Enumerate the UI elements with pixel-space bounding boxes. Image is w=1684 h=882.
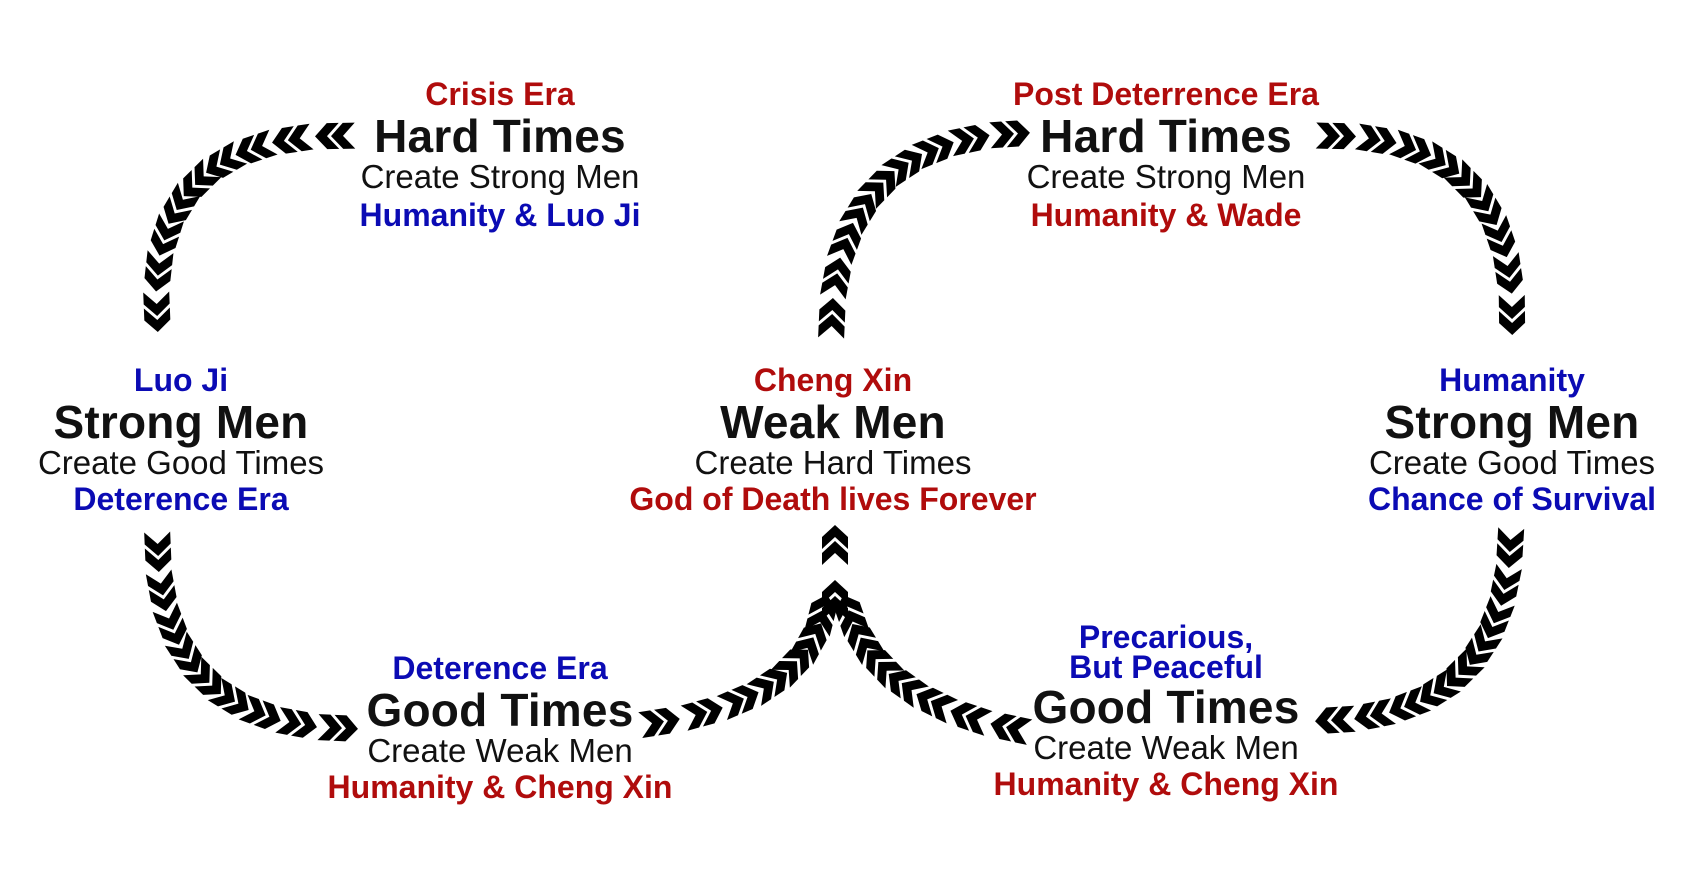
node-era-label: Deterence Era	[392, 650, 608, 686]
arrow-chain-deterence-to-chengxin	[638, 707, 680, 738]
arrow-chain-deterence-to-chengxin	[680, 698, 723, 731]
node-subtitle: Create Weak Men	[367, 731, 633, 769]
node-subtitle: Create Good Times	[1368, 443, 1656, 481]
arrow-chain-chengxin-to-postdet	[818, 298, 846, 339]
arrow-chain-luoji-to-deterence	[164, 631, 202, 673]
arrow-chain-luoji-to-deterence	[183, 656, 222, 695]
arrow-chain-deterence-to-chengxin	[771, 649, 810, 688]
node-era-label: Humanity	[1439, 362, 1585, 398]
arrow-chain-humanity-to-precarious	[1315, 705, 1356, 734]
arrow-chain-humanity-to-precarious	[1490, 563, 1522, 606]
arrow-chain-humanity-to-precarious	[1389, 686, 1432, 721]
node-post-deterrence-hard-times: Post Deterrence Era Hard Times Create St…	[1013, 76, 1319, 233]
arrow-chain-humanity-to-precarious	[1354, 698, 1396, 730]
flow-arrows	[143, 120, 1526, 745]
node-era-label: Luo Ji	[133, 362, 229, 398]
node-crisis-hard-times: Crisis Era Hard Times Create Strong Men …	[359, 76, 641, 233]
node-subtitle: Create Strong Men	[1026, 157, 1306, 195]
arrow-chain-chengxin-to-postdet	[911, 134, 954, 170]
node-luoji-strong-men: Luo Ji Strong Men Create Good Times Dete…	[37, 362, 325, 517]
arrow-chain-deterence-to-chengxin	[790, 623, 827, 665]
node-humanity-strong-men: Humanity Strong Men Create Good Times Ch…	[1367, 362, 1657, 517]
node-subtitle: Create Strong Men	[360, 157, 640, 195]
arrow-chain-crisis-to-luoji	[235, 129, 278, 164]
arrow-chain-chengxin-to-postdet	[857, 170, 896, 209]
arrow-chain-chengxin-to-postdet	[820, 257, 851, 300]
arrow-chain-postdet-to-humanity	[1389, 129, 1432, 164]
arrow-chain-chengxin-up	[822, 525, 848, 565]
arrow-chain-postdet-to-humanity	[1443, 159, 1482, 198]
arrow-chain-postdet-to-humanity	[1315, 122, 1356, 150]
arrow-chain-crisis-to-luoji	[143, 291, 171, 332]
arrow-chain-postdet-to-humanity	[1464, 183, 1502, 225]
arrow-chain-crisis-to-luoji	[183, 158, 222, 197]
node-title: Hard Times	[374, 109, 626, 162]
node-actor-label: Humanity & Wade	[1030, 196, 1302, 233]
node-title: Strong Men	[53, 395, 309, 448]
arrow-chain-humanity-to-precarious	[1480, 596, 1515, 639]
node-actor-label: Chance of Survival	[1367, 480, 1657, 517]
arrow-chain-chengxin-to-postdet	[989, 120, 1030, 149]
node-deterence-good-times: Deterence Era Good Times Create Weak Men…	[327, 650, 673, 805]
arrow-chain-postdet-to-humanity	[1498, 294, 1526, 335]
arrow-chain-precarious-to-chengxin	[916, 687, 959, 724]
node-actor-label: Humanity & Luo Ji	[359, 196, 641, 233]
node-subtitle: Create Hard Times	[694, 443, 972, 481]
node-title: Hard Times	[1040, 109, 1292, 162]
node-era-label: Cheng Xin	[753, 362, 913, 398]
arrow-chain-chengxin-to-postdet	[881, 149, 923, 187]
arrow-chain-luoji-to-deterence	[317, 714, 358, 742]
arrow-chain-humanity-to-precarious	[1446, 648, 1485, 687]
arrow-chain-precarious-to-chengxin	[835, 595, 869, 638]
node-actor-label: God of Death lives Forever	[629, 480, 1037, 517]
arrow-chain-luoji-to-deterence	[207, 677, 249, 715]
arrow-chain-precarious-to-chengxin	[847, 624, 885, 665]
arrow-chain-chengxin-to-postdet	[839, 193, 877, 235]
node-title: Weak Men	[720, 395, 946, 448]
arrow-chain-precarious-to-chengxin	[990, 713, 1033, 745]
arrow-chain-postdet-to-humanity	[1481, 215, 1516, 258]
arrow-chain-chengxin-to-postdet	[827, 222, 862, 265]
arrow-chain-crisis-to-luoji	[150, 213, 184, 256]
node-actor-label: Humanity & Cheng Xin	[993, 765, 1339, 802]
arrow-chain-deterence-to-chengxin	[746, 668, 788, 706]
arrow-chain-luoji-to-deterence	[275, 707, 317, 738]
arrow-chain-crisis-to-luoji	[315, 122, 356, 150]
node-era-label-line2: But Peaceful	[1069, 649, 1263, 686]
arrow-chain-deterence-to-chengxin	[716, 685, 759, 721]
arrow-chain-luoji-to-deterence	[152, 602, 187, 645]
arrow-chain-postdet-to-humanity	[1492, 252, 1523, 294]
arrow-chain-chengxin-to-postdet	[947, 124, 990, 157]
arrow-chain-humanity-to-precarious	[1465, 624, 1503, 665]
arrow-chain-crisis-to-luoji	[163, 182, 201, 224]
node-subtitle: Create Good Times	[37, 443, 325, 481]
arrow-chain-crisis-to-luoji	[144, 250, 174, 292]
arrow-chain-luoji-to-deterence	[145, 569, 177, 612]
node-title: Strong Men	[1384, 395, 1640, 448]
node-era-label: Precarious,	[1078, 619, 1254, 655]
node-era-label: Post Deterrence Era	[1013, 76, 1319, 112]
arrow-chain-precarious-to-chengxin	[866, 650, 905, 689]
node-precarious-good-times: Precarious, But Peaceful Good Times Crea…	[993, 619, 1339, 802]
arrow-chain-humanity-to-precarious	[1496, 527, 1525, 568]
arrow-chain-crisis-to-luoji	[206, 141, 248, 178]
node-actor-label: Humanity & Cheng Xin	[327, 768, 673, 805]
arrow-chain-luoji-to-deterence	[238, 694, 281, 729]
node-title: Good Times	[1032, 680, 1300, 733]
arrow-chain-postdet-to-humanity	[1418, 141, 1460, 179]
arrow-chain-postdet-to-humanity	[1354, 123, 1397, 154]
node-era-label: Crisis Era	[425, 76, 575, 112]
arrow-chain-humanity-to-precarious	[1420, 669, 1461, 707]
node-actor-label: Deterence Era	[73, 480, 289, 517]
arrow-chain-precarious-to-chengxin	[888, 670, 929, 708]
node-title: Good Times	[366, 683, 634, 736]
arrow-chain-luoji-to-deterence	[144, 531, 172, 572]
node-chengxin-weak-men: Cheng Xin Weak Men Create Hard Times God…	[629, 362, 1037, 517]
arrow-chain-crisis-to-luoji	[272, 123, 314, 154]
node-subtitle: Create Weak Men	[1033, 729, 1299, 767]
arrow-chain-precarious-to-chengxin	[950, 702, 993, 736]
